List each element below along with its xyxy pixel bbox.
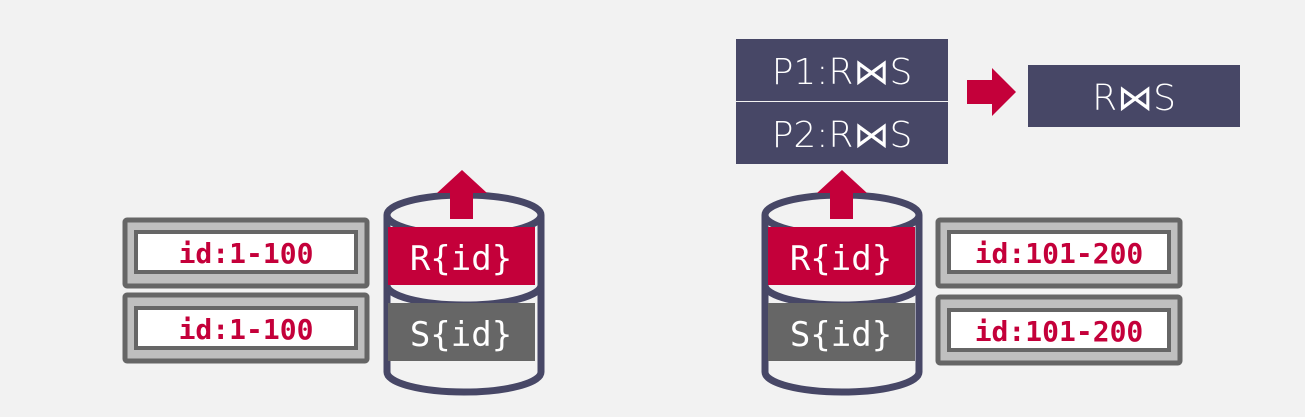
final-result: R⋈S	[1028, 65, 1240, 127]
final-result-label: R⋈S	[1092, 78, 1176, 119]
right-partition-1: id:101-200	[935, 217, 1183, 289]
table-r	[768, 227, 915, 285]
partial-result-p1: P1:R⋈S	[736, 39, 948, 101]
right-partition-2: id:101-200	[935, 294, 1183, 366]
partition-label: id:1-100	[179, 313, 314, 346]
table-r-label: R{id}	[790, 239, 892, 279]
partition-label: id:101-200	[975, 315, 1144, 348]
right-arrow-icon	[967, 68, 1016, 116]
partial-result-label: P1:R⋈S	[772, 52, 913, 93]
up-arrow-icon	[437, 170, 487, 219]
table-s-label: S{id}	[410, 315, 512, 355]
partial-result-label: P2:R⋈S	[772, 115, 913, 156]
left-partition-2: id:1-100	[122, 292, 370, 364]
table-r-label: R{id}	[410, 239, 512, 279]
left-partition-1: id:1-100	[122, 217, 370, 289]
table-r	[388, 227, 535, 285]
table-s	[768, 303, 915, 361]
table-s	[388, 303, 535, 361]
partition-label: id:101-200	[975, 237, 1144, 270]
partition-label: id:1-100	[179, 237, 314, 270]
partial-result-p2: P2:R⋈S	[736, 102, 948, 164]
table-s-label: S{id}	[790, 315, 892, 355]
left-database: R{id} S{id}	[383, 191, 545, 396]
up-arrow-icon	[817, 170, 867, 219]
right-database: R{id} S{id}	[761, 191, 923, 396]
